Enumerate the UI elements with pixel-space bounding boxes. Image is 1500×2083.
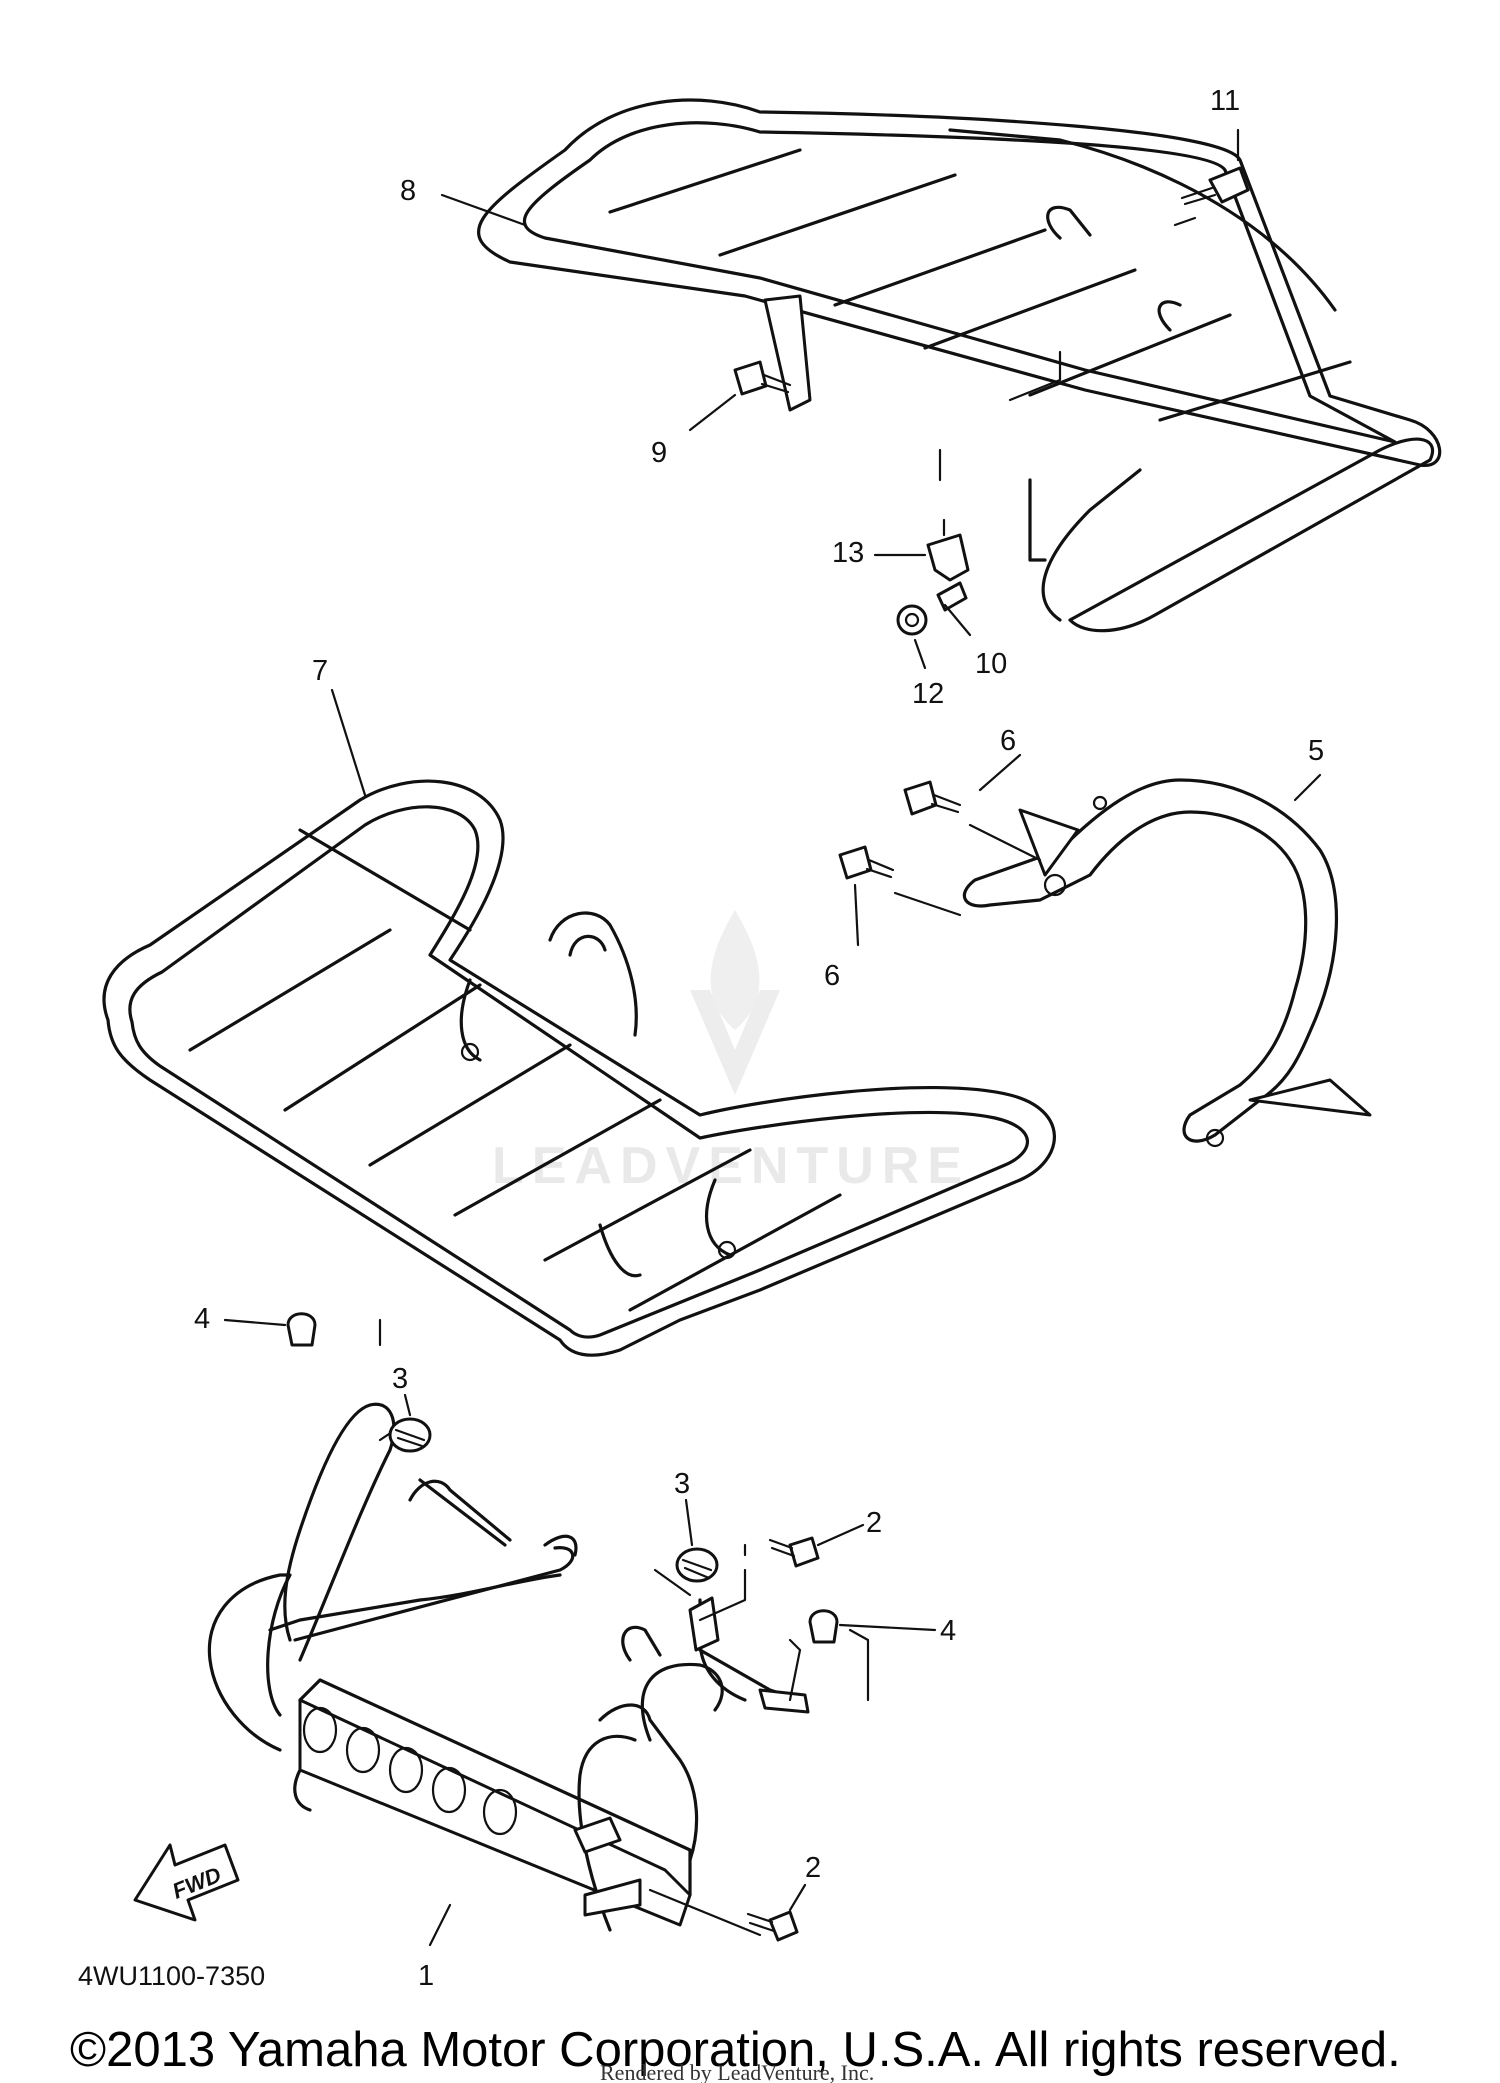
leadventure-watermark: LEADVENTURE: [492, 910, 970, 1195]
forward-direction-arrow: FWD: [133, 1843, 240, 1922]
front-carrier-part-7: [102, 779, 1056, 1357]
callout-9: 9: [651, 437, 667, 469]
copyright-notice: ©2013 Yamaha Motor Corporation, U.S.A. A…: [70, 2023, 1401, 2077]
callout-5: 5: [1308, 735, 1324, 767]
callout-8: 8: [400, 175, 416, 207]
callout-6-upper: 6: [1000, 725, 1016, 757]
rear-carrier-part-8: [477, 98, 1442, 633]
callout-10: 10: [975, 648, 1007, 680]
svg-text:LEADVENTURE: LEADVENTURE: [492, 1137, 970, 1195]
bolt-part-6-lower: [838, 845, 895, 880]
flange-bolt-part-9: [733, 360, 792, 396]
cap-part-4-right: [808, 1609, 839, 1644]
callout-11: 11: [1210, 85, 1240, 117]
bolt-part-2-lower: [746, 1910, 799, 1942]
nut-part-12: [896, 604, 928, 636]
callout-4-left: 4: [194, 1303, 210, 1335]
callout-12: 12: [912, 678, 944, 710]
callout-labels: 1 2 2 3 3 4 4 5 6 6 7 8 9 10 11 12 13: [194, 85, 1324, 1992]
damper-part-3-right: [675, 1547, 719, 1583]
front-bumper-part-1: [207, 1318, 870, 1937]
damper-part-3-left: [388, 1417, 432, 1453]
callout-4-right: 4: [940, 1615, 956, 1647]
collar-part-10: [936, 581, 968, 612]
callout-6-lower: 6: [824, 960, 840, 992]
callout-3-left: 3: [392, 1363, 408, 1395]
diagram-part-code: 4WU1100-7350: [78, 1961, 265, 1991]
flange-bolt-part-11: [1180, 166, 1250, 206]
rendered-by-credit: Rendered by LeadVenture, Inc.: [600, 2060, 874, 2083]
clip-part-13: [926, 518, 970, 582]
callout-2-upper: 2: [866, 1507, 882, 1539]
front-guard-part-5: [893, 778, 1372, 1148]
callout-7: 7: [312, 655, 328, 687]
callout-2-lower: 2: [805, 1852, 821, 1884]
callout-3-right: 3: [674, 1468, 690, 1500]
cap-part-4-left: [286, 1312, 317, 1347]
bolt-part-2-upper: [768, 1536, 820, 1568]
callout-13: 13: [832, 537, 864, 569]
callout-1: 1: [418, 1960, 434, 1992]
leader-lines: [223, 128, 1322, 1947]
bolt-part-6-upper: [903, 780, 962, 816]
